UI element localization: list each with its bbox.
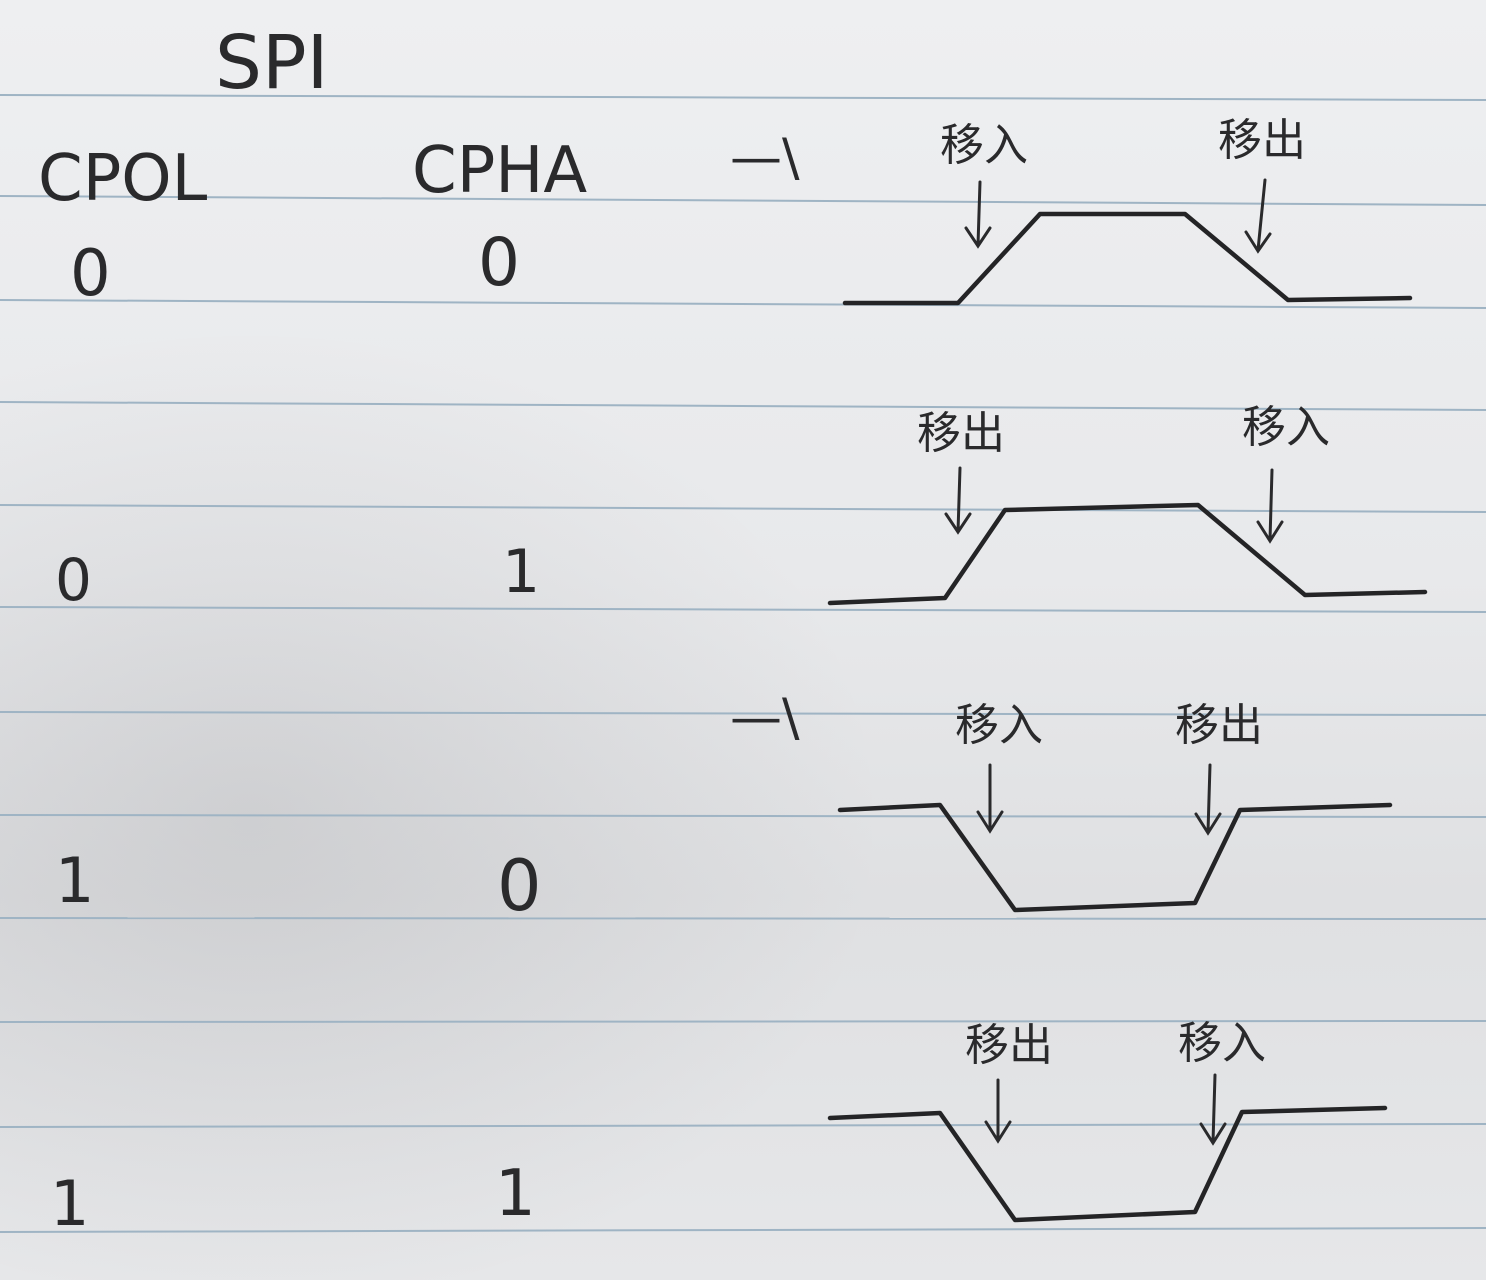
row1-idle-mark: —\ <box>730 128 800 188</box>
row2-first-arrow <box>944 466 972 535</box>
ruled-line <box>0 401 1486 411</box>
row1-cpha: 0 <box>478 224 520 301</box>
row2-second-arrow <box>1256 468 1284 544</box>
ruled-line <box>0 1227 1486 1233</box>
row3-idle-mark: —\ <box>730 688 800 748</box>
row3-first-arrow <box>976 763 1004 834</box>
row3-cpha: 0 <box>497 845 542 927</box>
row1-clock-trace <box>842 211 1413 306</box>
row1-first-arrow <box>964 180 992 249</box>
row2-second-edge-label: 移入 <box>1242 402 1330 453</box>
page-title: SPI <box>215 20 328 106</box>
cpha-header: CPHA <box>412 134 587 208</box>
row4-first-arrow <box>984 1078 1012 1144</box>
row3-cpol: 1 <box>55 844 94 917</box>
row3-second-edge-label: 移出 <box>1175 700 1263 751</box>
ruled-line <box>0 504 1486 513</box>
row1-waveform: 移入 移出 <box>842 115 1413 306</box>
ruled-line <box>0 711 1486 716</box>
row4-second-arrow <box>1199 1073 1227 1146</box>
row4-clock-trace <box>827 1105 1388 1223</box>
row4-cpha: 1 <box>495 1157 536 1231</box>
row2-waveform: 移出 移入 <box>827 402 1428 606</box>
row1-first-edge-label: 移入 <box>940 120 1028 171</box>
row3-waveform: 移入 移出 <box>837 700 1393 913</box>
row3-clock-trace <box>837 802 1393 913</box>
ruled-line <box>0 94 1486 101</box>
row1-second-edge-label: 移出 <box>1218 115 1306 166</box>
ruled-line <box>0 195 1486 206</box>
row1-second-arrow <box>1244 178 1272 254</box>
row2-cpol: 0 <box>55 546 92 614</box>
ruled-line <box>0 299 1486 309</box>
cpol-header: CPOL <box>38 142 208 216</box>
ruled-line <box>0 1020 1486 1023</box>
row2-clock-trace <box>827 502 1428 606</box>
row4-waveform: 移出 移入 <box>827 1018 1388 1223</box>
row2-first-edge-label: 移出 <box>917 408 1005 459</box>
row4-cpol: 1 <box>50 1167 89 1240</box>
row3-second-arrow <box>1194 763 1222 836</box>
row4-second-edge-label: 移入 <box>1178 1018 1266 1069</box>
ruled-line <box>0 606 1486 613</box>
ruled-line <box>0 1123 1486 1128</box>
ruled-line <box>0 814 1486 818</box>
row2-cpha: 1 <box>502 537 540 607</box>
row4-first-edge-label: 移出 <box>965 1020 1053 1071</box>
row1-cpol: 0 <box>70 237 111 311</box>
row3-first-edge-label: 移入 <box>955 700 1043 751</box>
ruled-line <box>0 917 1486 920</box>
